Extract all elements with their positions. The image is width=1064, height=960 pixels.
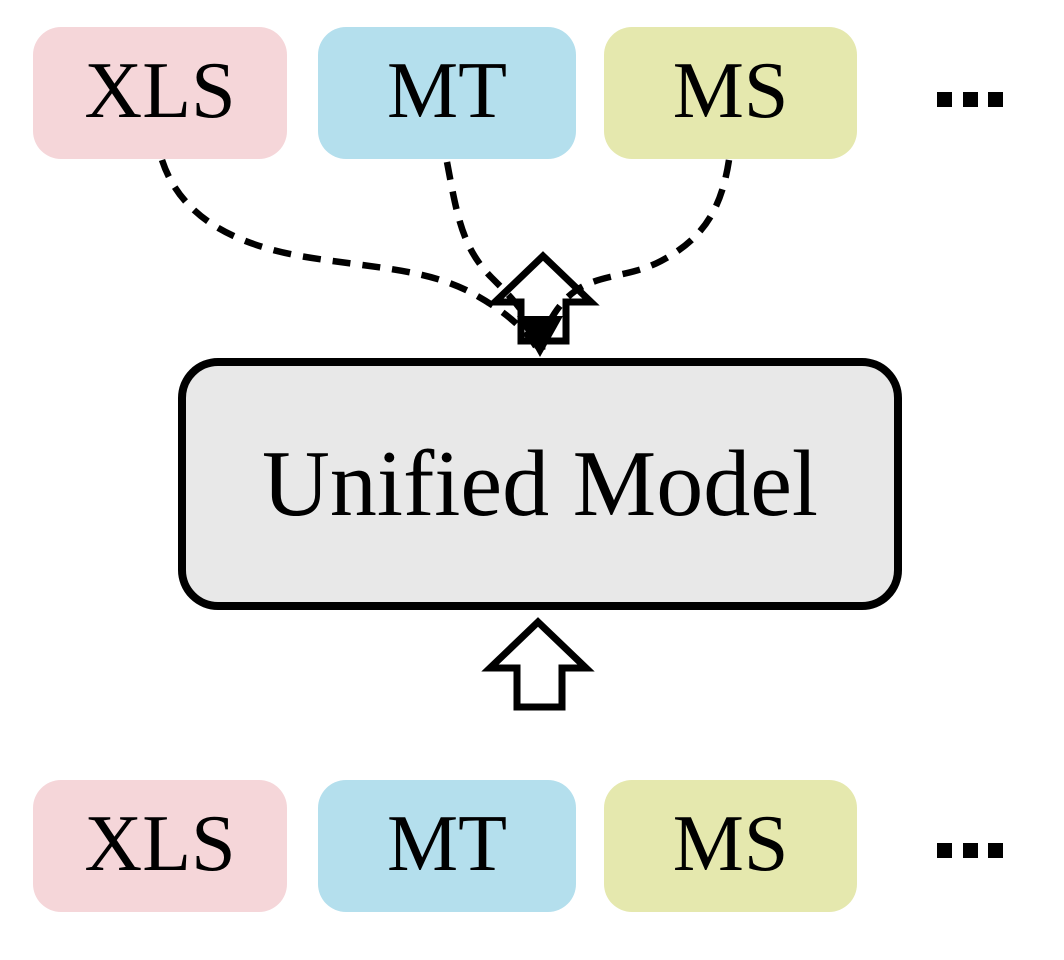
ellipsis-dot — [937, 92, 952, 107]
connector-ms-to-model — [538, 159, 733, 351]
ellipsis-dot — [988, 843, 1003, 858]
task-box-xls-top: XLS — [33, 27, 287, 159]
task-box-ms-bottom: MS — [604, 780, 857, 912]
task-box-mt-bottom: MT — [318, 780, 576, 912]
task-label: MS — [672, 800, 789, 888]
ellipsis-icon — [937, 92, 1003, 107]
task-label: MS — [672, 47, 789, 135]
unified-model-box: Unified Model — [178, 358, 902, 610]
up-arrow-bottom-icon — [481, 617, 595, 711]
converge-arrowhead-icon — [517, 316, 563, 357]
task-label: MT — [387, 800, 507, 888]
task-label: XLS — [84, 800, 236, 888]
connector-xls-to-model — [158, 158, 541, 352]
ellipsis-dot — [937, 843, 952, 858]
task-box-xls-bottom: XLS — [33, 780, 287, 912]
up-arrow-top-icon — [486, 251, 600, 345]
ellipsis-icon — [937, 843, 1003, 858]
ellipsis-dot — [962, 92, 978, 107]
unified-model-label: Unified Model — [261, 432, 819, 536]
task-label: XLS — [84, 47, 236, 135]
ellipsis-dot — [988, 92, 1003, 107]
task-label: MT — [387, 47, 507, 135]
connector-mt-to-model — [443, 161, 542, 349]
task-box-ms-top: MS — [604, 27, 857, 159]
task-box-mt-top: MT — [318, 27, 576, 159]
ellipsis-dot — [962, 843, 978, 858]
